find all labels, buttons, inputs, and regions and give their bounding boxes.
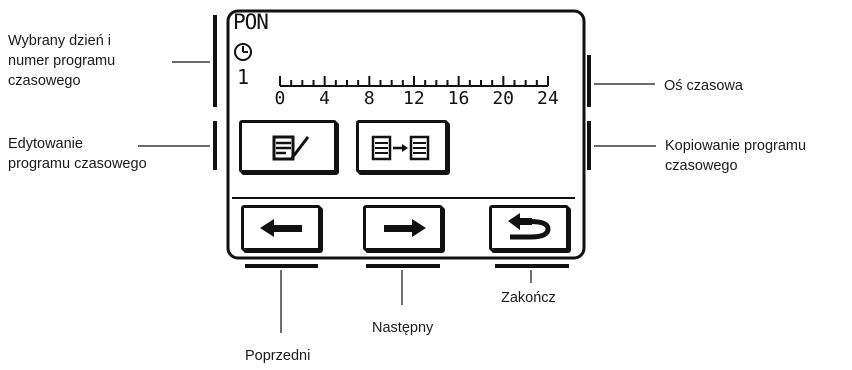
annotation-copy-program: Kopiowanie programu czasowego (665, 138, 807, 174)
annotation-next: Następny (372, 320, 434, 336)
clock-icon (234, 43, 252, 61)
return-icon (508, 213, 551, 240)
copy-program-icon (371, 135, 430, 161)
time-axis-tick-label: 20 (492, 88, 515, 109)
exit-button[interactable] (489, 205, 569, 251)
day-label: PON (233, 10, 269, 34)
next-button[interactable] (363, 205, 443, 251)
time-axis-tick-label: 12 (403, 88, 425, 109)
annotation-time-axis: Oś czasowa (664, 78, 743, 94)
annotation-finish: Zakończ (501, 290, 556, 306)
previous-button[interactable] (241, 205, 321, 251)
arrow-left-icon (260, 219, 302, 237)
time-axis-tick-label: 0 (274, 88, 286, 109)
time-axis (279, 76, 549, 87)
annotation-selected-day: Wybrany dzień i numer programu czasowego (8, 33, 116, 89)
time-axis-tick-label: 8 (363, 88, 375, 109)
time-axis-tick-label: 24 (537, 88, 559, 109)
arrow-right-icon (384, 219, 426, 237)
copy-program-button[interactable] (356, 120, 448, 173)
device-screen-frame (226, 9, 586, 260)
annotation-edit-program: Edytowanie programu czasowego (8, 136, 147, 172)
edit-program-button[interactable] (239, 120, 337, 173)
edit-program-icon (272, 135, 310, 161)
time-axis-tick-label: 16 (447, 88, 470, 109)
program-number: 1 (237, 65, 250, 89)
annotation-previous: Poprzedni (245, 348, 311, 364)
time-axis-tick-label: 4 (319, 88, 330, 109)
